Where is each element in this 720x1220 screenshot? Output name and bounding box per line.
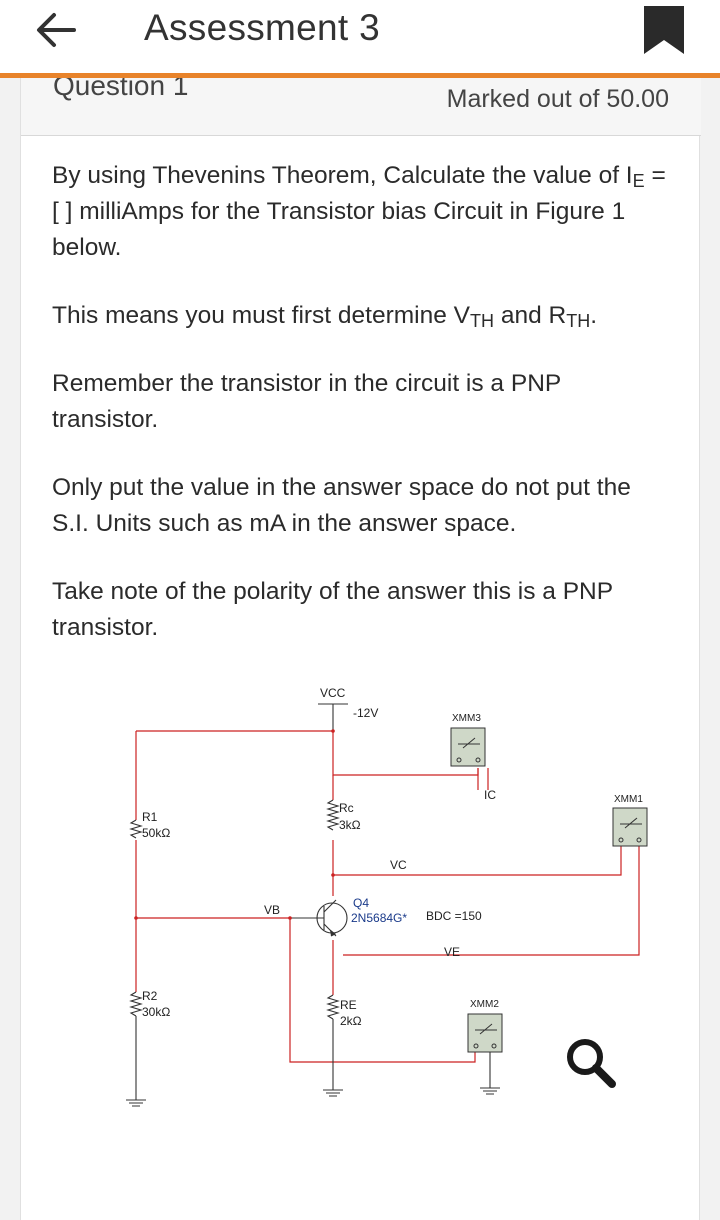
multimeter-xmm1 [612,807,648,847]
label-q4-part: 2N5684G* [351,911,407,925]
label-xmm2: XMM2 [470,999,499,1010]
label-vc: VC [390,858,407,872]
label-rc-value: 3kΩ [339,818,361,832]
label-vcc: VCC [320,686,346,700]
circuit-wires [135,730,640,1063]
label-q4: Q4 [353,896,369,910]
label-beta: BDC =150 [426,909,482,923]
label-re-value: 2kΩ [340,1014,362,1028]
label-vcc-value: -12V [353,706,378,720]
label-r1: R1 [142,810,158,824]
circuit-diagram: VCC -12V XMM3 XMM1 XMM2 IC Rc 3kΩ R1 50k… [126,686,648,1107]
marks-label: Marked out of 50.00 [446,85,669,113]
question-paragraph-5: Take note of the polarity of the answer … [52,578,613,641]
question-paragraph-1: By using Thevenins Theorem, Calculate th… [52,162,666,261]
page-title: Assessment 3 [144,7,380,48]
question-paragraph-2: This means you must first determine VTH … [52,302,598,331]
label-ic: IC [484,788,496,802]
label-ve: VE [444,945,460,959]
back-arrow-icon[interactable] [34,10,78,50]
label-r2-value: 30kΩ [142,1005,170,1019]
circuit-components [126,703,500,1107]
label-rc: Rc [339,801,354,815]
label-xmm3: XMM3 [452,713,481,724]
label-xmm1: XMM1 [614,794,643,805]
multimeter-xmm3 [450,727,486,767]
zoom-search-icon[interactable] [564,1036,618,1090]
top-bar: Assessment 3 [0,0,720,78]
label-re: RE [340,998,357,1012]
label-r1-value: 50kΩ [142,826,170,840]
question-paragraph-3: Remember the transistor in the circuit i… [52,370,561,433]
bookmark-icon[interactable] [644,6,684,54]
label-vb: VB [264,903,280,917]
label-r2: R2 [142,989,158,1003]
multimeter-xmm2 [467,1013,503,1053]
question-text: By using Thevenins Theorem, Calculate th… [52,158,672,678]
circuit-junctions [134,729,335,920]
question-paragraph-4: Only put the value in the answer space d… [52,474,631,537]
